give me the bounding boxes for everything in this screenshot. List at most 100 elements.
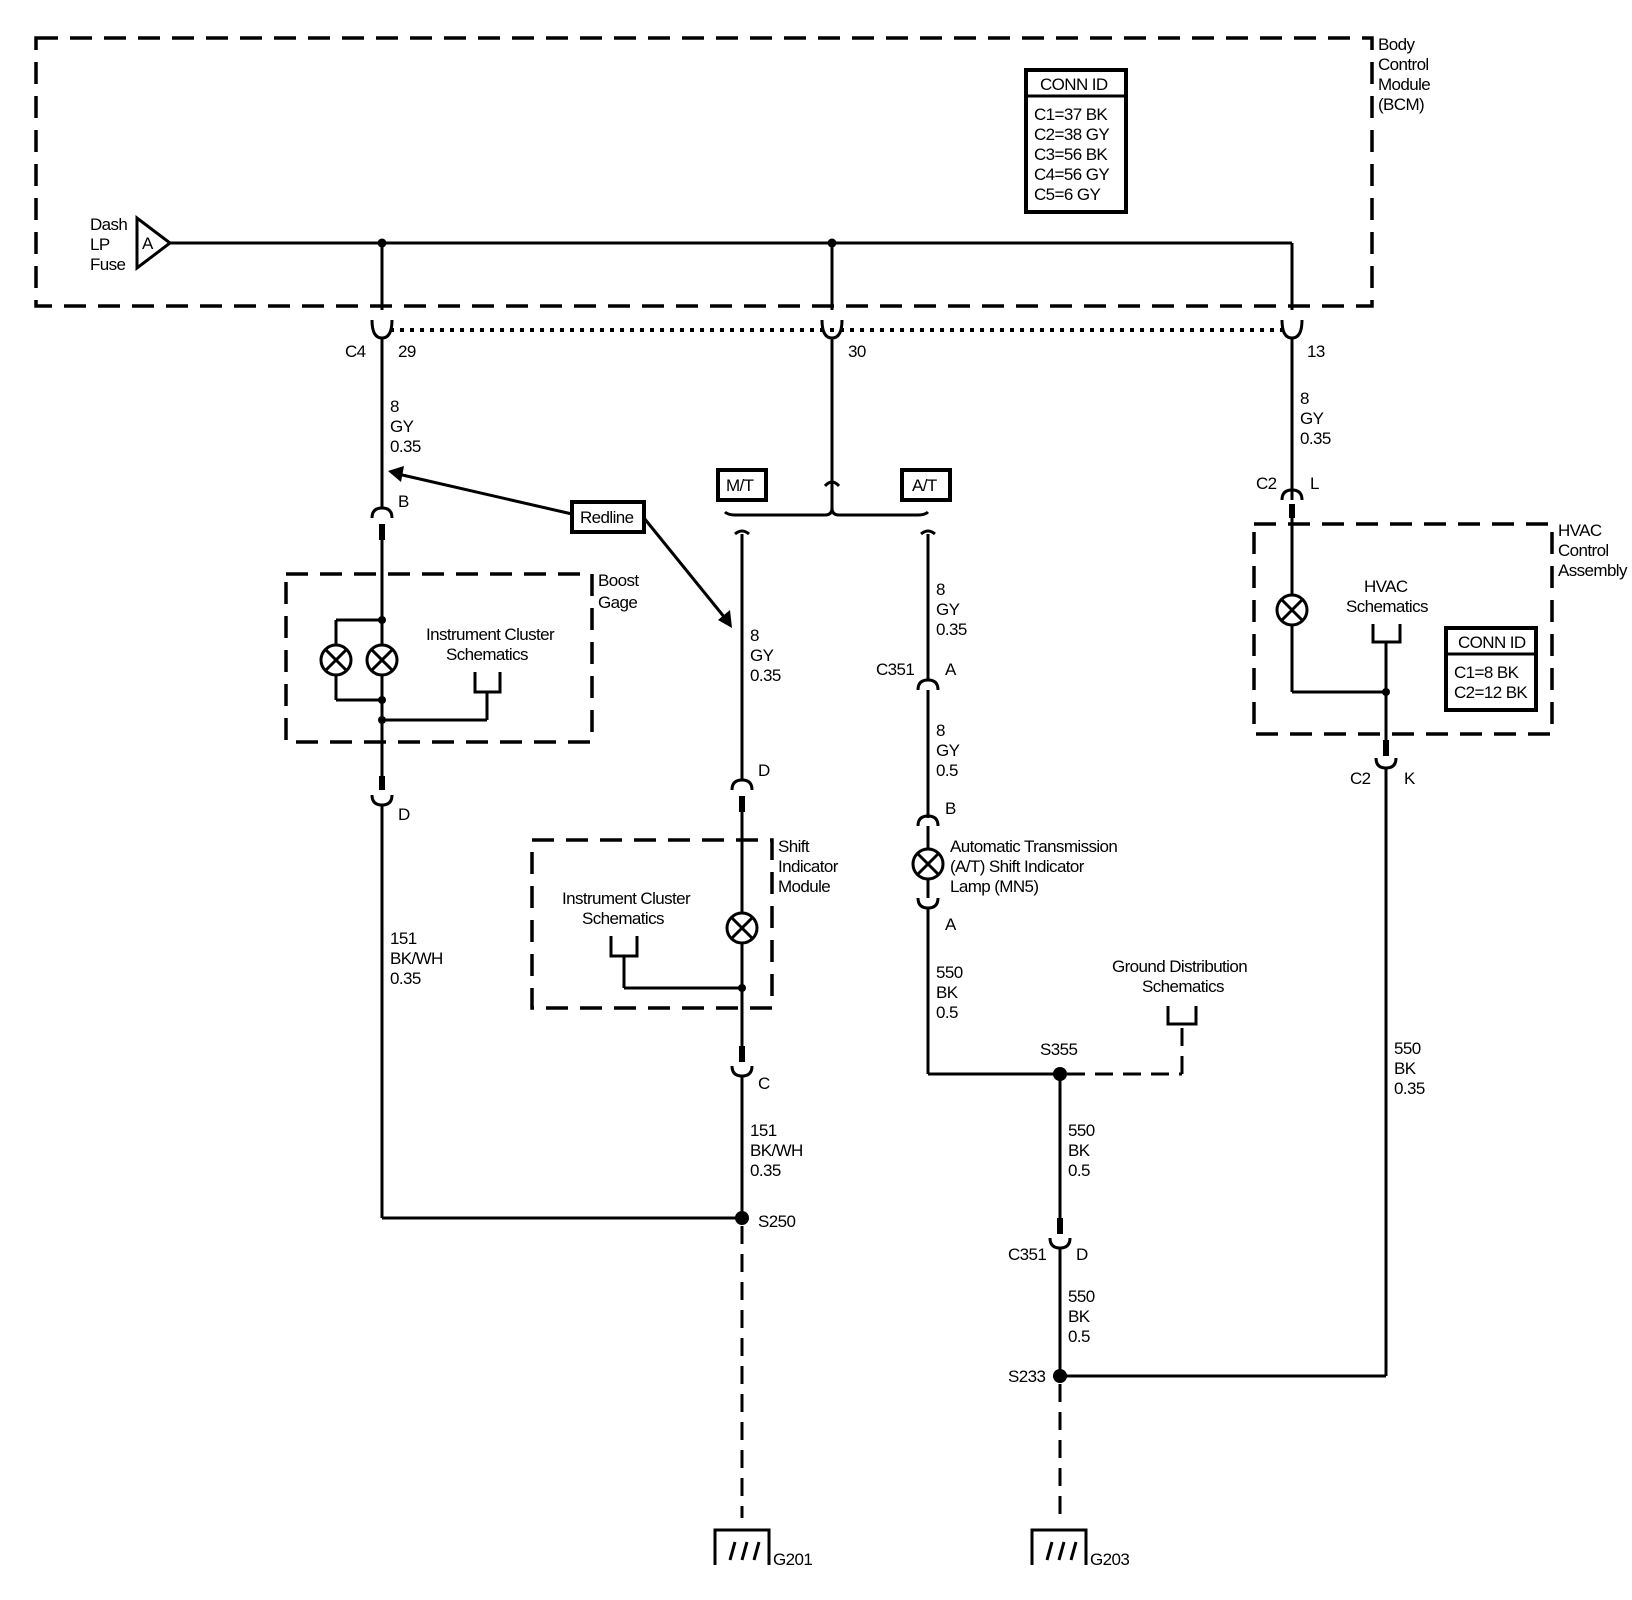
shift-ref-bracket-icon bbox=[609, 936, 639, 988]
wire-label: BK bbox=[1068, 1141, 1091, 1160]
at-pin-a: A bbox=[945, 660, 957, 679]
boost-ref-bracket-icon bbox=[473, 672, 502, 720]
at-lamp-label-1: Automatic Transmission bbox=[950, 837, 1117, 856]
bcm-conn-id-title: CONN ID bbox=[1040, 75, 1108, 94]
bcm-title-line-2: Control bbox=[1378, 55, 1429, 74]
boost-gage-title-2: Gage bbox=[598, 593, 637, 612]
hvac-pin-k: K bbox=[1404, 769, 1416, 788]
at-lamp-label-3: Lamp (MN5) bbox=[950, 877, 1038, 896]
hvac-conn-bottom: C2 bbox=[1350, 769, 1371, 788]
option-at-label: A/T bbox=[912, 476, 937, 495]
at-lamp-label-2: (A/T) Shift Indicator bbox=[950, 857, 1085, 876]
wire-label: 0.35 bbox=[1300, 429, 1331, 448]
c4-pin-30: 30 bbox=[848, 342, 866, 361]
ground-dist-ref-2: Schematics bbox=[1142, 977, 1224, 996]
hvac-conn-id-row: C2=12 BK bbox=[1454, 683, 1528, 702]
bcm-conn-id-row: C4=56 GY bbox=[1034, 165, 1109, 184]
bcm-title-line-4: (BCM) bbox=[1378, 95, 1424, 114]
wire-label: 0.5 bbox=[936, 1003, 958, 1022]
c4-connector-label: C4 bbox=[345, 342, 366, 361]
at-pin-a2: A bbox=[945, 915, 957, 934]
shift-module-title-1: Shift bbox=[778, 837, 810, 856]
wire-label: 0.35 bbox=[390, 437, 421, 456]
wire-label: GY bbox=[750, 646, 774, 665]
wire-label: GY bbox=[1300, 409, 1324, 428]
transmission-option-split: M/T A/T bbox=[716, 338, 952, 517]
wire-label: 0.35 bbox=[390, 969, 421, 988]
dash-lp-fuse: Dash LP Fuse A bbox=[90, 214, 173, 274]
wire-label: BK/WH bbox=[390, 949, 443, 968]
bcm-conn-id-row: C3=56 BK bbox=[1034, 145, 1108, 164]
bcm-title-line-3: Module bbox=[1378, 75, 1430, 94]
wire-label: BK/WH bbox=[750, 1141, 803, 1160]
wire-label: 8 bbox=[936, 721, 945, 740]
wire-label: BK bbox=[936, 983, 959, 1002]
wire-label: GY bbox=[936, 600, 960, 619]
wire-label: GY bbox=[936, 741, 960, 760]
wire-label: BK bbox=[1394, 1059, 1417, 1078]
c4-pin-29: 29 bbox=[398, 342, 416, 361]
boost-lamp-icon bbox=[365, 643, 399, 677]
hvac-branch: 8 GY 0.35 C2 L HVAC Control Assembly HVA… bbox=[1060, 338, 1629, 1378]
ground-dist-ref-1: Ground Distribution bbox=[1112, 957, 1247, 976]
shift-pin-d: D bbox=[758, 761, 770, 780]
boost-gage-branch: 8 GY 0.35 B Boost Gage Instrument Cluste… bbox=[284, 338, 740, 1220]
bcm-module: Body Control Module (BCM) CONN ID C1=37 … bbox=[34, 35, 1431, 310]
c351-d-conn: C351 bbox=[1008, 1245, 1046, 1264]
hvac-conn-top: C2 bbox=[1256, 474, 1277, 493]
hvac-title-3: Assembly bbox=[1558, 561, 1628, 580]
wire-label: 151 bbox=[390, 929, 417, 948]
wire-label: 0.5 bbox=[1068, 1161, 1090, 1180]
bcm-conn-id-row: C2=38 GY bbox=[1034, 125, 1109, 144]
hvac-conn-id-row: C1=8 BK bbox=[1454, 663, 1520, 682]
fuse-label-line-1: Dash bbox=[90, 215, 127, 234]
wire-label: 8 bbox=[936, 580, 945, 599]
hvac-title-1: HVAC bbox=[1558, 521, 1602, 540]
boost-pin-b: B bbox=[398, 492, 409, 511]
wire-label: 8 bbox=[750, 626, 759, 645]
ground-g201-icon bbox=[713, 1528, 771, 1565]
c351-d-pin: D bbox=[1076, 1245, 1088, 1264]
hvac-title-2: Control bbox=[1558, 541, 1609, 560]
wire-label: GY bbox=[390, 417, 414, 436]
wire-label: 8 bbox=[1300, 389, 1309, 408]
wire-label: 151 bbox=[750, 1121, 777, 1140]
fuse-label-line-2: LP bbox=[90, 235, 110, 254]
wire-label: 0.35 bbox=[1394, 1079, 1425, 1098]
boost-gage-title-1: Boost bbox=[598, 571, 639, 590]
ground-g201-label: G201 bbox=[773, 1550, 812, 1569]
shift-module-title-3: Module bbox=[778, 877, 830, 896]
wire-label: 0.35 bbox=[750, 1161, 781, 1180]
shift-ref-line-2: Schematics bbox=[582, 909, 664, 928]
hvac-lamp-icon bbox=[1275, 593, 1309, 627]
shift-lamp-icon bbox=[725, 911, 759, 945]
hvac-pin-l: L bbox=[1310, 474, 1319, 493]
wire-label: 0.5 bbox=[936, 761, 958, 780]
hvac-ref-1: HVAC bbox=[1364, 577, 1408, 596]
at-conn-c351: C351 bbox=[876, 660, 914, 679]
at-shift-lamp-icon bbox=[911, 847, 945, 881]
wire-label: 0.35 bbox=[936, 620, 967, 639]
bcm-connector-c4: C4 29 30 13 bbox=[345, 319, 1325, 361]
bcm-conn-id-row: C5=6 GY bbox=[1034, 185, 1100, 204]
splice-s355: S355 bbox=[1040, 1040, 1077, 1059]
wire-label: 550 bbox=[1068, 1121, 1095, 1140]
bcm-conn-id-table: CONN ID C1=37 BK C2=38 GY C3=56 BK C4=56… bbox=[1024, 68, 1128, 214]
at-pin-b: B bbox=[945, 799, 956, 818]
shift-ref-line-1: Instrument Cluster bbox=[562, 889, 691, 908]
wire-label: 8 bbox=[390, 397, 399, 416]
ground-dist-bracket-icon bbox=[1166, 1006, 1198, 1026]
splice-s250: S250 bbox=[758, 1212, 795, 1231]
fuse-label-line-3: Fuse bbox=[90, 255, 126, 274]
redline-label: Redline bbox=[580, 508, 634, 527]
wire-label: 550 bbox=[936, 963, 963, 982]
splice-s233: S233 bbox=[1008, 1367, 1045, 1386]
redline-callout: Redline bbox=[388, 466, 732, 628]
wire-label: 550 bbox=[1394, 1039, 1421, 1058]
wire-label: 0.35 bbox=[750, 666, 781, 685]
boost-ref-line-1: Instrument Cluster bbox=[426, 625, 555, 644]
c4-pin-13: 13 bbox=[1307, 342, 1325, 361]
bcm-title-line-1: Body bbox=[1378, 35, 1415, 54]
boost-pin-d: D bbox=[398, 805, 410, 824]
